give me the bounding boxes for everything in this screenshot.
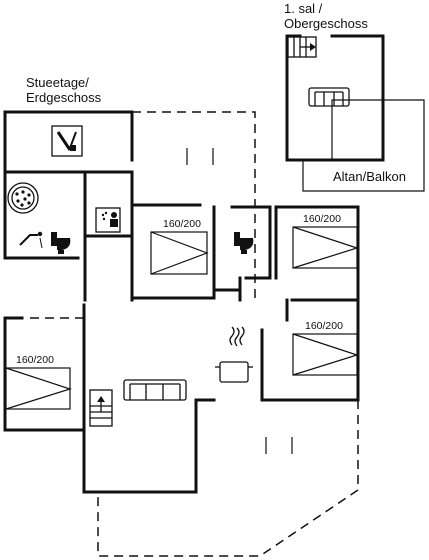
bed-label: 160/200 [163,218,201,230]
shower-icon [19,231,43,249]
upper-floor-label-line1: 1. sal / [284,1,323,16]
sink-icon [95,207,121,233]
ground-sofa-icon [123,379,187,401]
upper-stair-icon [287,36,317,58]
toilet-icon [234,232,254,254]
upper-floor-outline [285,34,425,192]
bed-label: 160/200 [303,213,341,225]
bed-2: 160/200 [292,213,359,269]
bed-label: 160/200 [16,354,54,366]
upper-sofa-icon [308,87,350,107]
balcony-label: Altan/Balkon [333,169,406,184]
bed-label: 160/200 [305,320,343,332]
sauna-icon [7,182,39,214]
ground-floor-label-line2: Erdgeschoss [26,90,102,105]
toilet-icon [51,232,71,254]
ground-floor-walls [3,110,360,494]
ground-floor-label-line1: Stueetage/ [26,75,89,90]
bed-4: 160/200 [5,354,72,410]
ground-stair-icon [89,389,113,427]
bed-1: 160/200 [150,218,209,275]
cooking-pot-icon [215,326,253,383]
dashed-terrace-outlines [30,111,359,557]
utility-icon [51,125,83,157]
bed-3: 160/200 [292,320,359,376]
upper-floor-label-line2: Obergeschoss [284,16,368,31]
